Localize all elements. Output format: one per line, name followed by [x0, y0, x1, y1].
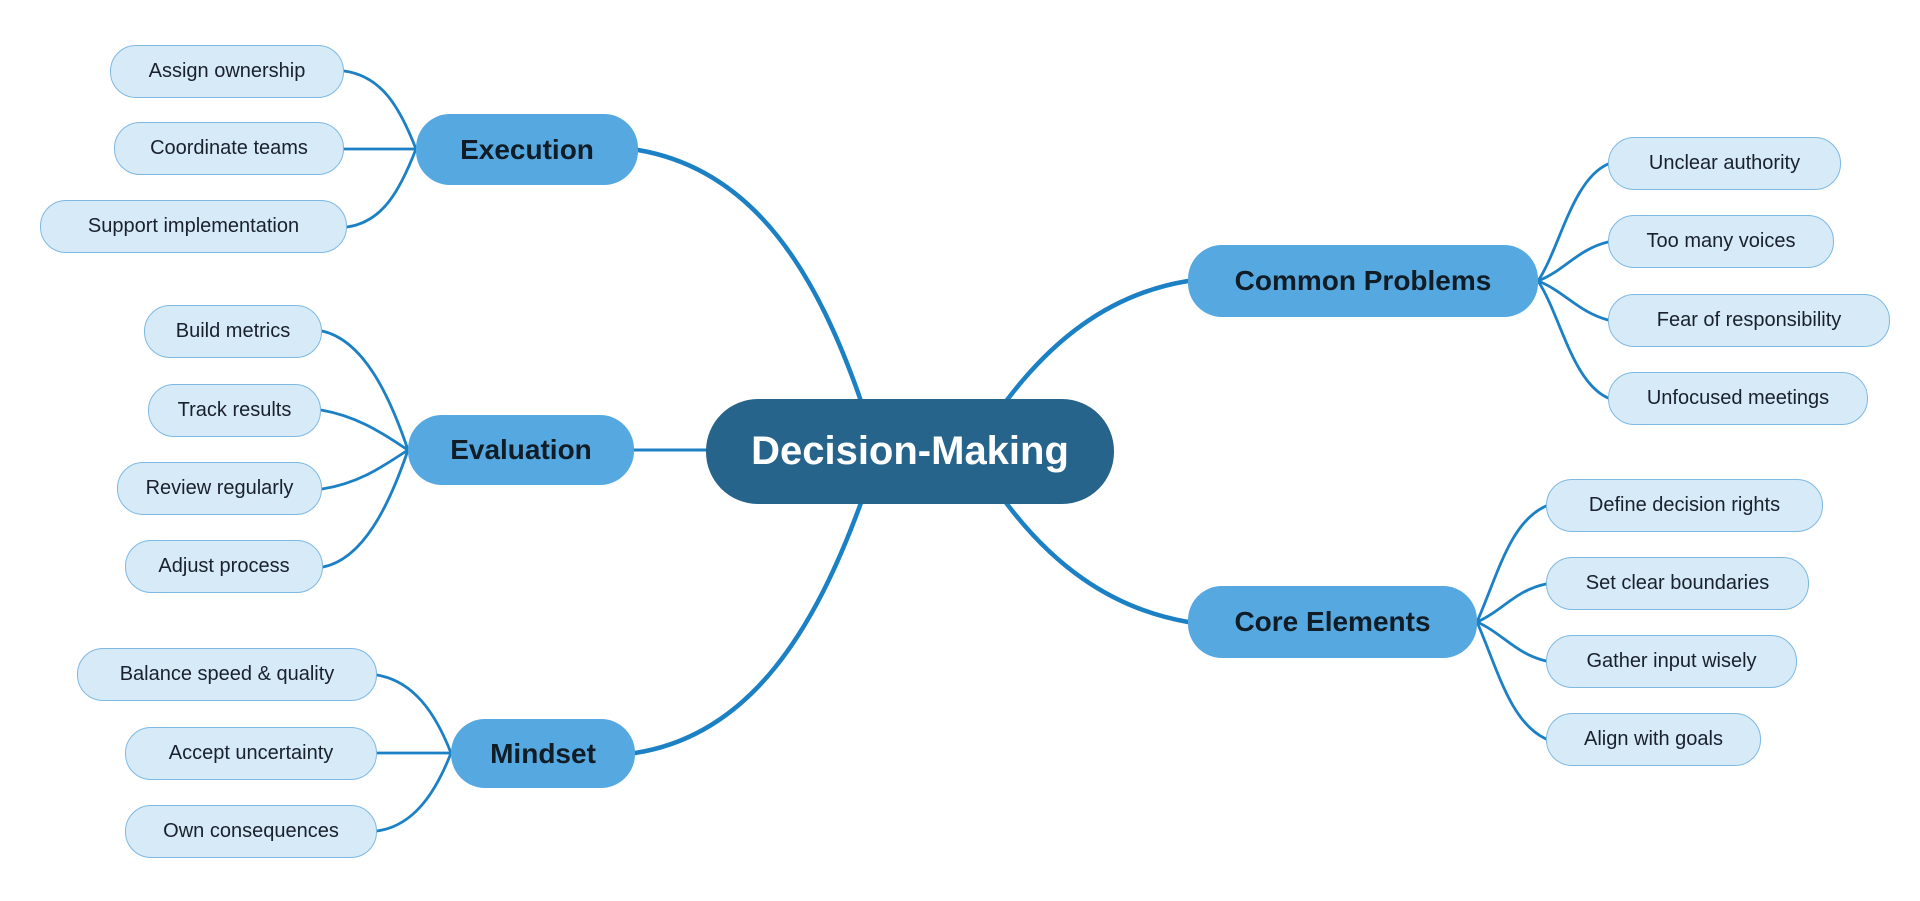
edge-evaluation-adjust-process [321, 448, 410, 569]
branch-node-mindset[interactable]: Mindset [451, 719, 635, 788]
branch-node-label: Evaluation [450, 434, 592, 465]
leaf-node-own-consequences[interactable]: Own consequences [125, 805, 377, 858]
branch-node-common-problems[interactable]: Common Problems [1188, 245, 1538, 317]
edge-core-elements-set-clear-boundaries [1475, 582, 1548, 624]
edge-evaluation-build-metrics [320, 329, 410, 452]
leaf-node-balance-speed-quality[interactable]: Balance speed & quality [77, 648, 377, 701]
leaf-node-adjust-process[interactable]: Adjust process [125, 540, 323, 593]
branch-node-label: Mindset [490, 737, 596, 769]
edge-evaluation-review-regularly [320, 448, 410, 491]
leaf-node-label: Fear of responsibility [1656, 309, 1842, 331]
leaf-node-unclear-authority[interactable]: Unclear authority [1608, 137, 1841, 190]
leaf-node-label: Too many voices [1646, 230, 1796, 252]
edge-core-elements-gather-input-wisely [1475, 620, 1548, 663]
leaf-node-label: Define decision rights [1588, 494, 1781, 516]
edge-root-mindset [632, 497, 865, 756]
leaf-node-support-implementation[interactable]: Support implementation [40, 200, 347, 253]
leaf-node-build-metrics[interactable]: Build metrics [144, 305, 322, 358]
branch-node-label: Execution [460, 133, 594, 165]
edge-root-common-problems [1001, 278, 1191, 407]
edge-core-elements-define-decision-rights [1475, 504, 1548, 624]
leaf-node-review-regularly[interactable]: Review regularly [117, 462, 322, 515]
leaf-node-unfocused-meetings[interactable]: Unfocused meetings [1608, 372, 1868, 425]
root-node-label: Decision-Making [751, 429, 1069, 473]
leaf-node-label: Assign ownership [148, 60, 306, 82]
leaf-node-label: Accept uncertainty [168, 742, 334, 764]
leaf-node-label: Unfocused meetings [1646, 387, 1830, 409]
edge-common-problems-unfocused-meetings [1536, 279, 1610, 400]
branch-node-core-elements[interactable]: Core Elements [1188, 586, 1477, 658]
edge-evaluation-track-results [319, 408, 410, 452]
edge-mindset-own-consequences [375, 751, 453, 833]
edge-common-problems-too-many-voices [1536, 240, 1610, 283]
leaf-node-label: Track results [177, 399, 292, 421]
leaf-node-label: Gather input wisely [1586, 650, 1757, 672]
leaf-node-label: Review regularly [145, 477, 294, 499]
branch-node-execution[interactable]: Execution [416, 114, 638, 185]
leaf-node-label: Coordinate teams [150, 137, 308, 159]
leaf-node-coordinate-teams[interactable]: Coordinate teams [114, 122, 344, 175]
leaf-node-label: Adjust process [158, 555, 290, 577]
edge-common-problems-fear-of-responsibility [1536, 279, 1610, 322]
edge-root-execution [635, 147, 865, 407]
leaf-node-label: Unclear authority [1648, 152, 1801, 174]
branch-node-label: Core Elements [1234, 606, 1431, 637]
edge-execution-support-implementation [345, 147, 418, 229]
edge-core-elements-align-with-goals [1475, 620, 1548, 741]
leaf-node-label: Own consequences [163, 820, 339, 842]
leaf-node-too-many-voices[interactable]: Too many voices [1608, 215, 1834, 268]
edge-mindset-balance-speed-quality [375, 673, 453, 755]
leaf-node-gather-input-wisely[interactable]: Gather input wisely [1546, 635, 1797, 688]
edge-root-core-elements [1001, 497, 1191, 625]
branch-node-label: Common Problems [1234, 265, 1492, 296]
branch-node-evaluation[interactable]: Evaluation [408, 415, 634, 485]
leaf-node-set-clear-boundaries[interactable]: Set clear boundaries [1546, 557, 1809, 610]
root-node-decision-making[interactable]: Decision-Making [706, 399, 1114, 504]
leaf-node-define-decision-rights[interactable]: Define decision rights [1546, 479, 1823, 532]
leaf-node-accept-uncertainty[interactable]: Accept uncertainty [125, 727, 377, 780]
leaf-node-label: Build metrics [175, 320, 291, 342]
leaf-node-label: Balance speed & quality [119, 663, 335, 685]
edge-common-problems-unclear-authority [1536, 162, 1610, 283]
leaf-node-label: Align with goals [1584, 728, 1723, 750]
leaf-node-fear-of-responsibility[interactable]: Fear of responsibility [1608, 294, 1890, 347]
leaf-node-track-results[interactable]: Track results [148, 384, 321, 437]
leaf-node-align-with-goals[interactable]: Align with goals [1546, 713, 1761, 766]
leaf-node-label: Set clear boundaries [1585, 572, 1770, 594]
leaf-node-assign-ownership[interactable]: Assign ownership [110, 45, 344, 98]
edge-execution-assign-ownership [342, 69, 418, 151]
leaf-node-label: Support implementation [87, 215, 300, 237]
